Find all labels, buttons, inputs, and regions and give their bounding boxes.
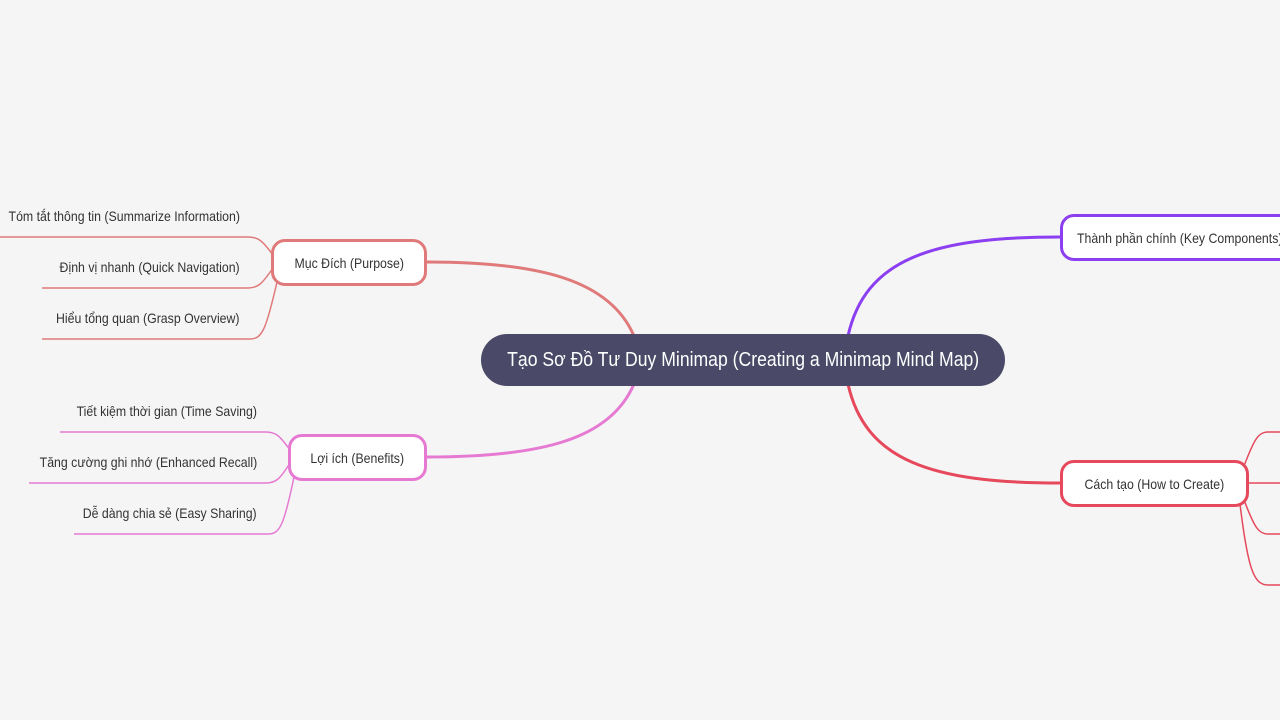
link-key-components xyxy=(846,235,1061,337)
topic-key-components[interactable]: Thành phần chính (Key Components) xyxy=(1060,214,1280,261)
subtopic-grasp-overview[interactable]: Hiểu tổng quan (Grasp Overview) xyxy=(31,310,240,326)
topic-how-to-create[interactable]: Cách tạo (How to Create) xyxy=(1060,460,1249,507)
leaf-line xyxy=(42,267,274,289)
leaf-line xyxy=(1243,499,1280,535)
subtopic-label: Hiểu tổng quan (Grasp Overview) xyxy=(56,310,240,326)
topic-benefits[interactable]: Lợi ích (Benefits) xyxy=(288,434,427,481)
subtopic-label: Tóm tắt thông tin (Summarize Information… xyxy=(8,208,240,224)
subtopic-time-saving[interactable]: Tiết kiệm thời gian (Time Saving) xyxy=(52,403,257,419)
leaf-line xyxy=(74,476,295,535)
link-benefits xyxy=(426,383,636,459)
link-how-to-create xyxy=(846,383,1061,485)
topic-benefits-label: Lợi ích (Benefits) xyxy=(310,449,405,466)
subtopic-label: Tăng cường ghi nhớ (Enhanced Recall) xyxy=(39,454,257,470)
central-topic[interactable]: Tạo Sơ Đồ Tư Duy Minimap (Creating a Min… xyxy=(481,334,1005,386)
topic-purpose-label: Mục Đích (Purpose) xyxy=(294,254,404,271)
leaf-line xyxy=(60,431,291,451)
leaf-line xyxy=(29,462,291,484)
leaf-line xyxy=(1239,503,1280,586)
subtopic-easy-sharing[interactable]: Dễ dàng chia sẻ (Easy Sharing) xyxy=(59,505,257,521)
subtopic-label: Tiết kiệm thời gian (Time Saving) xyxy=(76,403,257,419)
subtopic-label: Định vị nhanh (Quick Navigation) xyxy=(59,259,240,275)
leaf-line xyxy=(42,281,278,340)
leaf-line xyxy=(0,236,274,256)
topic-purpose[interactable]: Mục Đích (Purpose) xyxy=(271,239,427,286)
central-topic-label: Tạo Sơ Đồ Tư Duy Minimap (Creating a Min… xyxy=(507,348,979,371)
leaf-line xyxy=(1243,431,1280,467)
topic-key-components-label: Thành phần chính (Key Components) xyxy=(1077,229,1280,246)
topic-how-to-create-label: Cách tạo (How to Create) xyxy=(1084,475,1225,492)
subtopic-quick-navigation[interactable]: Định vị nhanh (Quick Navigation) xyxy=(35,259,240,275)
subtopic-enhanced-recall[interactable]: Tăng cường ghi nhớ (Enhanced Recall) xyxy=(10,454,257,470)
subtopic-summarize[interactable]: Tóm tắt thông tin (Summarize Information… xyxy=(0,208,240,224)
link-purpose xyxy=(426,260,636,337)
subtopic-label: Dễ dàng chia sẻ (Easy Sharing) xyxy=(83,505,257,521)
